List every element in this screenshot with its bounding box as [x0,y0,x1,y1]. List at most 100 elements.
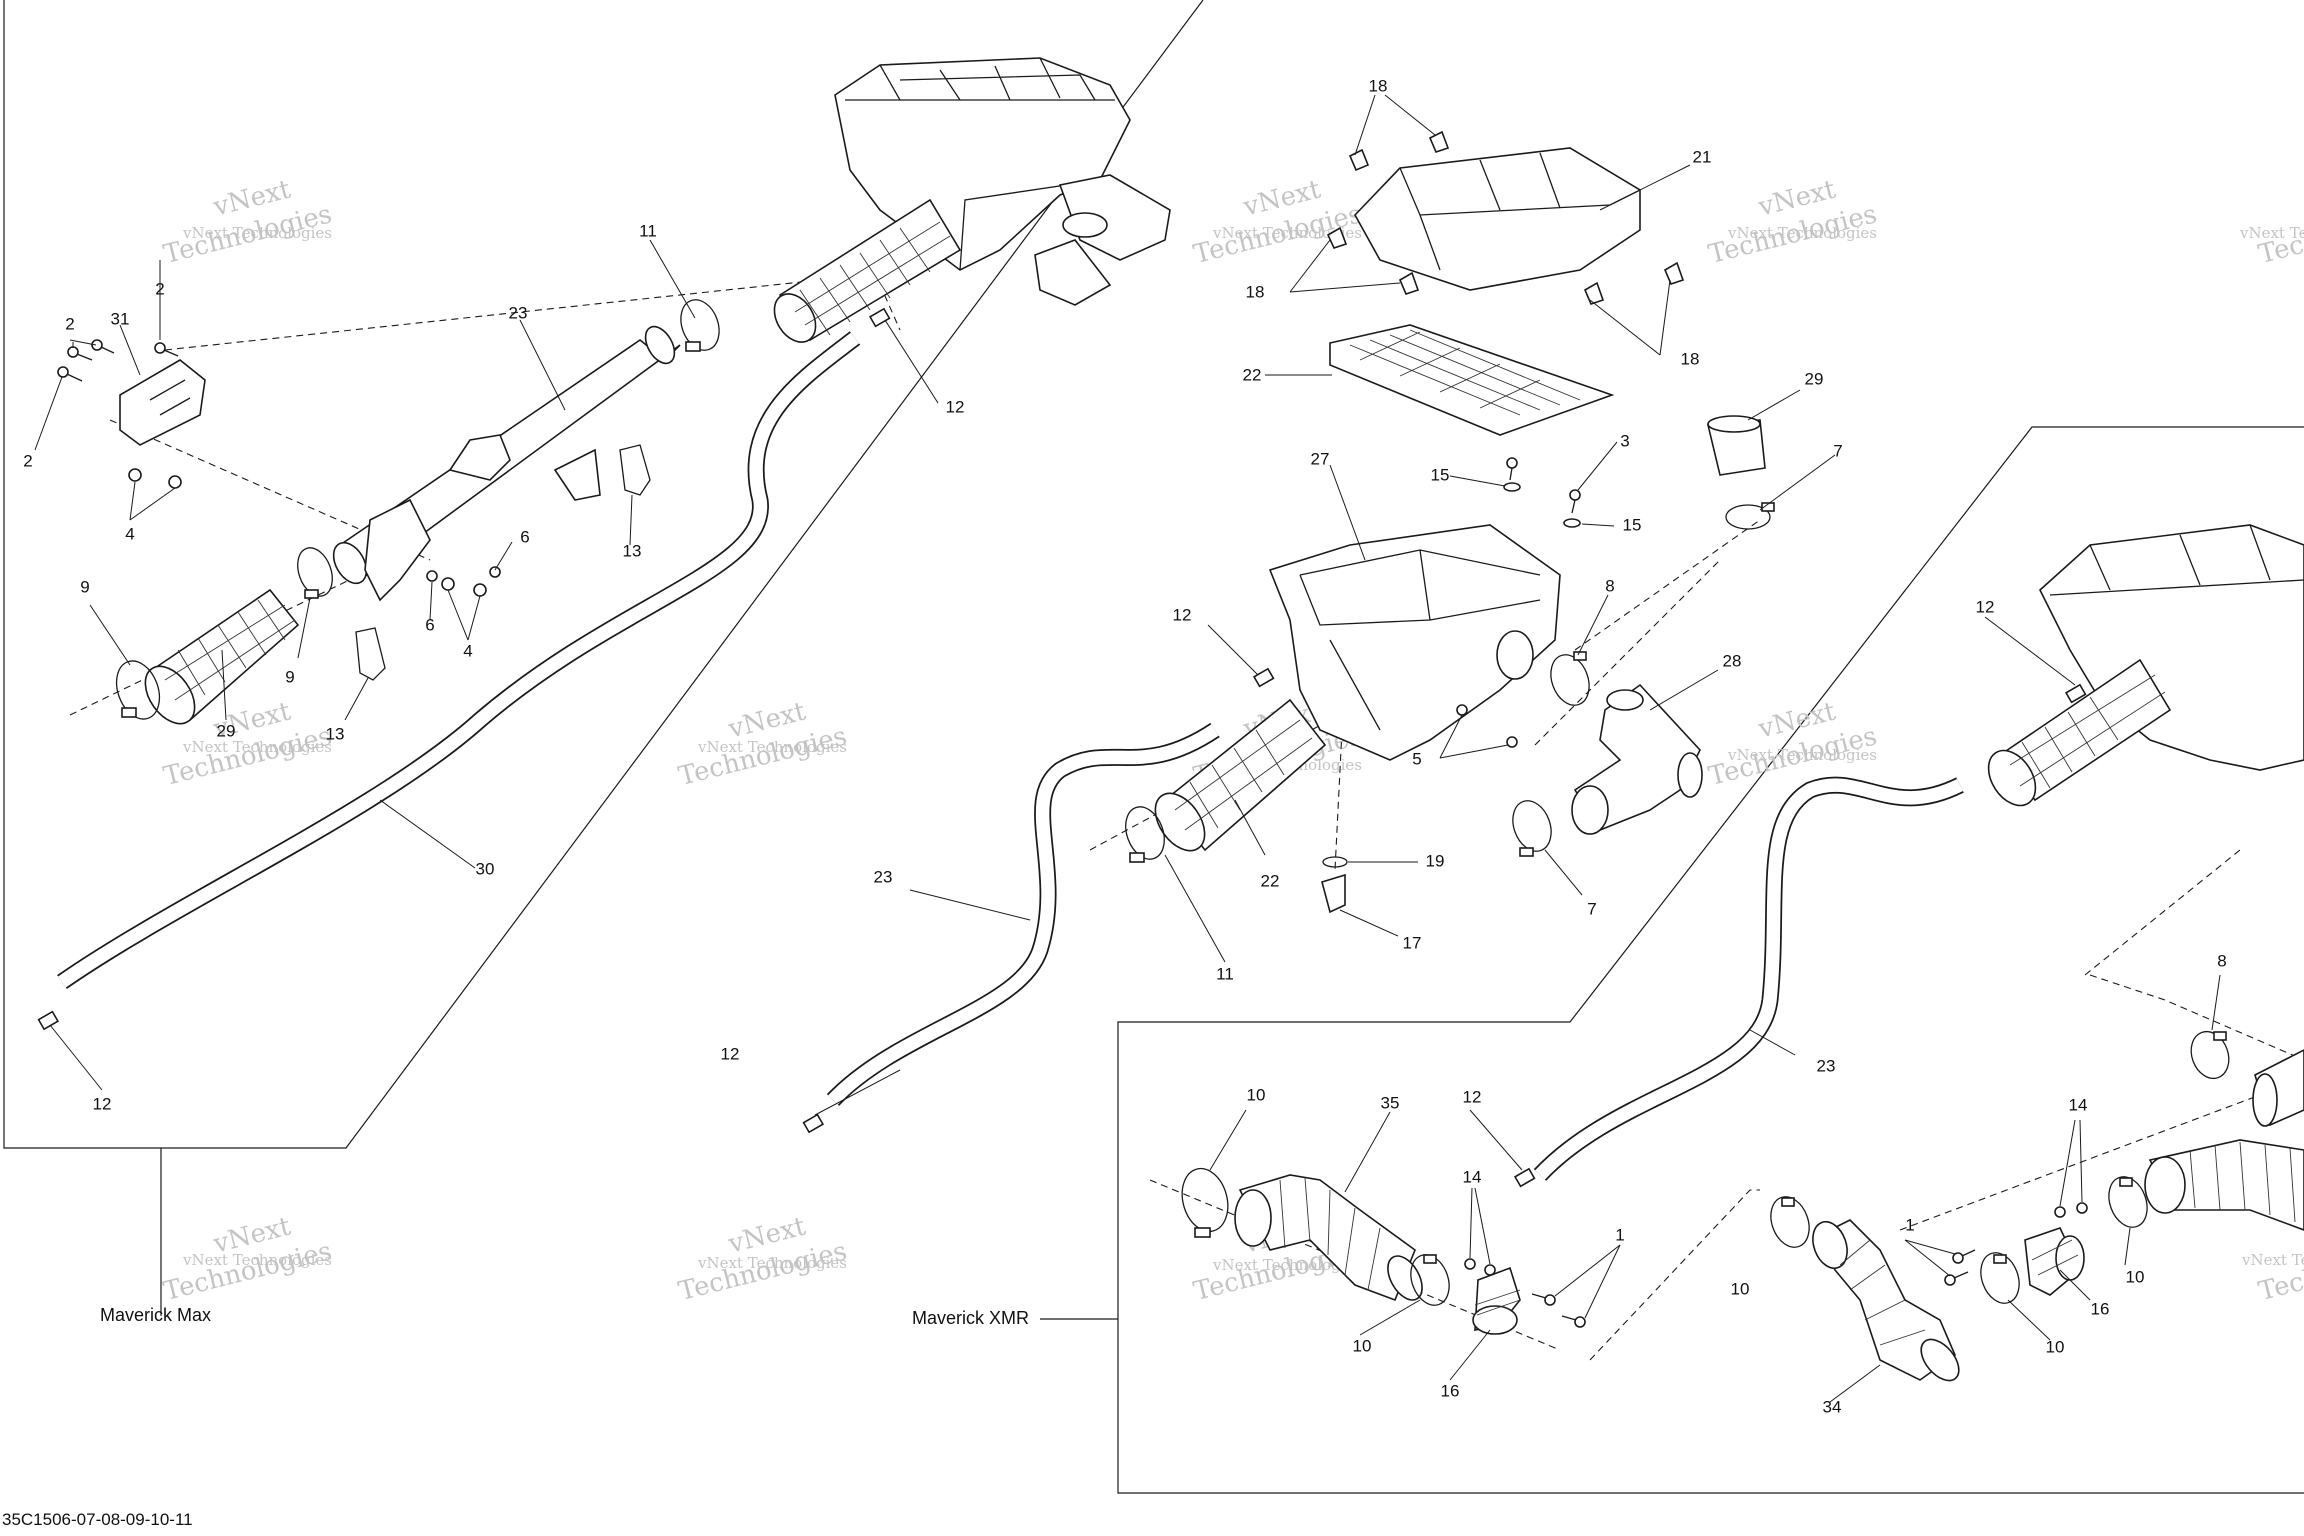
callout-21: 22 [1243,365,1262,384]
clamp-10-b [1410,1254,1450,1306]
callout-12: 12 [946,397,965,416]
nuts-14-left [1464,1258,1496,1276]
callout-4: 4 [463,641,472,660]
callout-18: 18 [1681,349,1700,368]
watermark: vNext Technologies [161,174,335,270]
clamp-10-a [1181,1167,1229,1238]
airbox-cover-20 [1354,147,1641,291]
watermark-small: vNext Technologies [697,738,847,756]
callout-18: 18 [1246,282,1265,301]
callout-23: 23 [874,867,893,886]
leader-lines [34,94,2221,1403]
callout-2: 2 [23,451,32,470]
watermark-small: vNext Technologies [182,1251,332,1269]
nuts-5 [1456,704,1518,748]
clamp-7-lower [1512,800,1552,857]
callout-22: 22 [1261,871,1280,890]
drain-valve-17 [1321,873,1346,914]
watermark-small: vNext Technologies [1212,224,1362,242]
callout-25: 23 [509,303,528,322]
callout-5: 5 [1412,749,1421,768]
callout-17: 17 [1403,933,1422,952]
intake-duct-max [773,198,962,343]
elbow-34 [1812,1219,1960,1382]
nuts-14-right [2054,1202,2088,1218]
callout-9: 9 [285,667,294,686]
callout-10: 10 [2126,1267,2145,1286]
hose-clamp-12-center [802,667,1275,1134]
watermark-small: vNext Technologies [2239,224,2304,242]
intake-duct-right [1987,658,2172,807]
watermark-small: vNext Technologies [182,224,332,242]
callout-13: 13 [623,541,642,560]
callout-8: 8 [1605,576,1614,595]
watermark-small: vNext Technologies [182,738,332,756]
callout-12: 12 [93,1094,112,1113]
callout-2: 2 [65,314,74,333]
watermark: vNext Technologies [1706,174,1880,270]
callout-15: 15 [1431,465,1450,484]
adapter-16-left [1472,1266,1521,1335]
callout-10: 10 [1353,1336,1372,1355]
watermark-group: vNext Technologies vNext Technologies vN… [161,174,2304,1307]
clamp-7-upper [1725,502,1775,530]
callout-16: 16 [2091,1299,2110,1318]
clamp-11-max [680,299,720,352]
clamp-10-e [2108,1176,2148,1228]
group-label-maverick-max: Maverick Max [100,1305,211,1325]
callout-12: 12 [1976,597,1995,616]
clip-19 [1322,856,1348,868]
hose-clamps-12-max [37,307,891,1031]
callout-1: 1 [1905,1215,1914,1234]
callout-35: 35 [1381,1093,1400,1112]
bolts-3 [1506,457,1581,514]
clamp-8-center [1550,651,1590,706]
hoses [57,331,1964,1181]
callout-32: 31 [111,309,130,328]
callout-10: 10 [2046,1337,2065,1356]
callout-14: 14 [1463,1167,1482,1186]
drain-hose-23-right [1533,776,1964,1181]
callout-10: 10 [1247,1085,1266,1104]
callout-20: 21 [1693,147,1712,166]
callout-31: 30 [476,859,495,878]
hose-clamp-12-right [1513,683,2087,1188]
callout-11: 11 [1216,964,1234,983]
callout-12: 12 [721,1044,740,1063]
watermark-small: vNext Technologies [1212,1256,1362,1274]
clamp-11-center [1125,806,1165,863]
pre-filter-29 [1707,415,1766,476]
intake-duct-22 [1154,698,1327,852]
callout-4: 4 [125,524,134,543]
callout-9: 9 [80,577,89,596]
adapter-16-right [2024,1227,2085,1296]
bolts-1-left [1531,1293,1586,1328]
outlet-duct-right [2144,1139,2304,1231]
callout-16: 16 [1441,1381,1460,1400]
washers-6 [426,566,501,582]
svg-text:Technologies: Technologies [2256,1236,2304,1307]
callout-12: 12 [1173,605,1192,624]
frame-lines [3,0,2304,1494]
airbox-assembly-right [2039,524,2304,771]
callout-14: 14 [2069,1095,2088,1114]
air-filter-21 [1329,324,1615,436]
callout-12: 12 [1463,1087,1482,1106]
clamp-10-d [1980,1252,2020,1304]
callout-10: 10 [1731,1279,1750,1298]
callout-27: 27 [1311,449,1330,468]
nuts-4 [128,468,487,597]
bolts-2 [57,339,179,382]
air-tube-25 [332,325,681,602]
callout-23: 23 [1817,1056,1836,1075]
drain-hose-31 [57,331,861,989]
clamp-10-c [1770,1196,1810,1248]
callout-1: 1 [1615,1225,1624,1244]
callout-30: 29 [217,721,236,740]
callouts: 11 23 31 2 2 2 4 12 13 6 6 4 9 9 29 13 3… [23,76,2226,1416]
callout-2: 2 [155,279,164,298]
elbow-right-edge [2252,1049,2304,1127]
clamp-8-right [2190,1030,2230,1080]
bracket-32 [119,359,206,446]
